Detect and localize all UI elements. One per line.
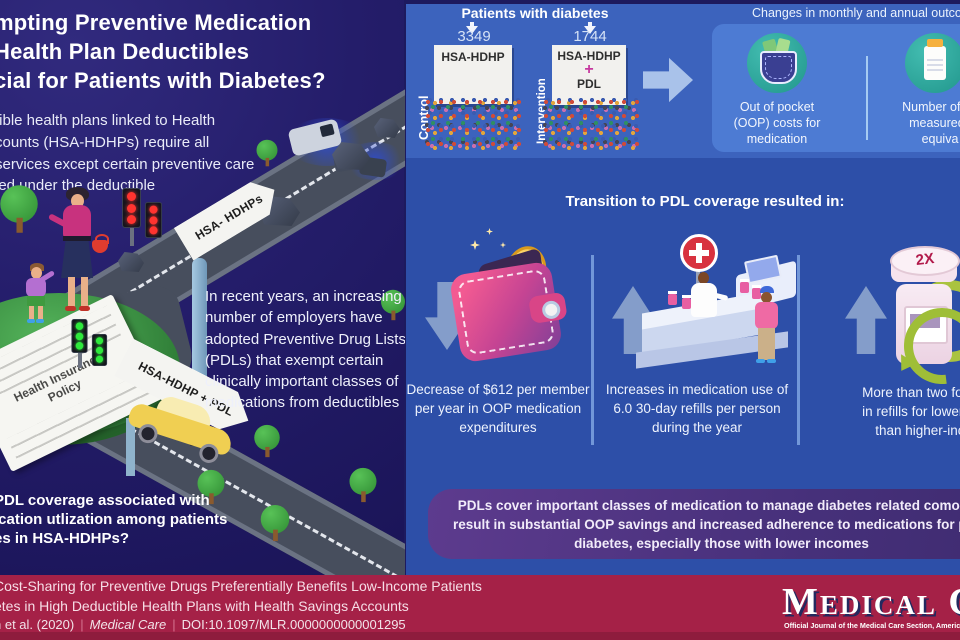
intro-paragraph: tible health plans linked to Health coun… — [0, 112, 255, 195]
control-count: 3349 — [457, 28, 491, 45]
sparkle-icon — [470, 240, 480, 250]
patients-heading: Patients with diabetes — [461, 5, 609, 21]
tree-icon — [0, 185, 38, 233]
down-arrow-icon — [584, 22, 596, 34]
medical-care-logo: Medical C — [782, 581, 960, 623]
conclusion-box: PDLs cover important classes of medicati… — [428, 489, 960, 559]
tree-icon — [381, 289, 405, 321]
traffic-light-green-icon — [71, 319, 88, 353]
tree-icon — [254, 424, 280, 458]
conclusion-text: PDLs cover important classes of medicati… — [453, 498, 960, 551]
pill-bottle-2x-icon: 2X — [878, 246, 960, 400]
intervention-count: 1744 — [573, 28, 607, 45]
traffic-light-green-icon — [91, 334, 108, 366]
left-panel: Health Insurance Policy HSA- HDHPs HSA-H… — [0, 0, 405, 575]
study-question: PDL coverage associated with ication utl… — [0, 492, 228, 547]
citation-line: n et al. (2020)|Medical Care|DOI:10.1097… — [0, 617, 406, 632]
results-heading: Transition to PDL coverage resulted in: — [565, 193, 845, 210]
pdl-paragraph: In recent years, an increasing number of… — [205, 288, 405, 412]
pharmacy-cross-icon — [680, 234, 718, 272]
sparkle-icon — [486, 228, 493, 235]
column-divider — [591, 255, 594, 445]
intervention-card: HSA-HDHP + PDL — [552, 45, 626, 105]
top-border — [405, 0, 960, 4]
traffic-light-pole — [130, 224, 134, 246]
pharmacy-counter-icon — [636, 234, 805, 376]
title-line: cial for Patients with Diabetes? — [0, 68, 326, 94]
control-card: HSA-HDHP — [434, 45, 512, 104]
sign-pole — [126, 418, 135, 476]
down-arrow-icon — [466, 22, 478, 34]
article-title-line2: etes in High Deductible Health Plans wit… — [0, 598, 409, 614]
medical-care-logo-subtitle: Official Journal of the Medical Care Sec… — [784, 621, 960, 630]
title-line: Health Plan Deductibles — [0, 39, 250, 65]
rock-icon — [118, 252, 144, 272]
doi: DOI:10.1097/MLR.0000000000001295 — [181, 617, 406, 632]
result-income-text: More than two fold grea in refills for l… — [862, 385, 960, 439]
sparkle-icon — [500, 242, 506, 248]
outcomes-divider — [866, 56, 868, 140]
outcomes-heading: Changes in monthly and annual outco — [752, 6, 960, 20]
column-divider — [797, 255, 800, 445]
pocket-money-icon — [747, 33, 807, 93]
result-refills-text: Increases in medication use of 6.0 30-da… — [605, 382, 789, 436]
traffic-light-red-icon — [122, 188, 141, 228]
plus-sign: + — [584, 61, 594, 78]
panel-divider — [404, 0, 406, 575]
citation-footer: Cost-Sharing for Preventive Drugs Prefer… — [0, 575, 960, 640]
tree-icon — [256, 139, 278, 167]
crowd-graphic — [425, 98, 521, 150]
footer-bottom-strip — [0, 632, 960, 640]
journal-name: Medical Care — [89, 617, 167, 632]
outcome-oop-label: Out of pocket (OOP) costs for medication — [733, 100, 821, 146]
mother-and-child-illustration — [22, 187, 142, 340]
title-line: mpting Preventive Medication — [0, 10, 312, 35]
page-title: mpting Preventive Medication Health Plan… — [0, 8, 326, 95]
rock-icon — [374, 118, 400, 138]
traffic-light-pole — [78, 346, 82, 368]
crowd-graphic — [543, 98, 639, 150]
tree-icon — [349, 467, 377, 503]
rx-bottle-icon — [905, 33, 960, 93]
article-title-line1: Cost-Sharing for Preventive Drugs Prefer… — [0, 578, 482, 594]
traffic-light-red-icon — [144, 202, 163, 238]
tree-icon — [260, 504, 290, 542]
citation-authors: n et al. (2020) — [0, 617, 75, 632]
2x-badge: 2X — [914, 249, 936, 270]
wallet-coin-icon — [448, 247, 568, 364]
tree-icon — [197, 469, 225, 505]
result-oop-text: Decrease of $612 per member per year in … — [406, 382, 590, 436]
outcome-fills-label: Number of ph measured i equiva — [902, 100, 960, 146]
